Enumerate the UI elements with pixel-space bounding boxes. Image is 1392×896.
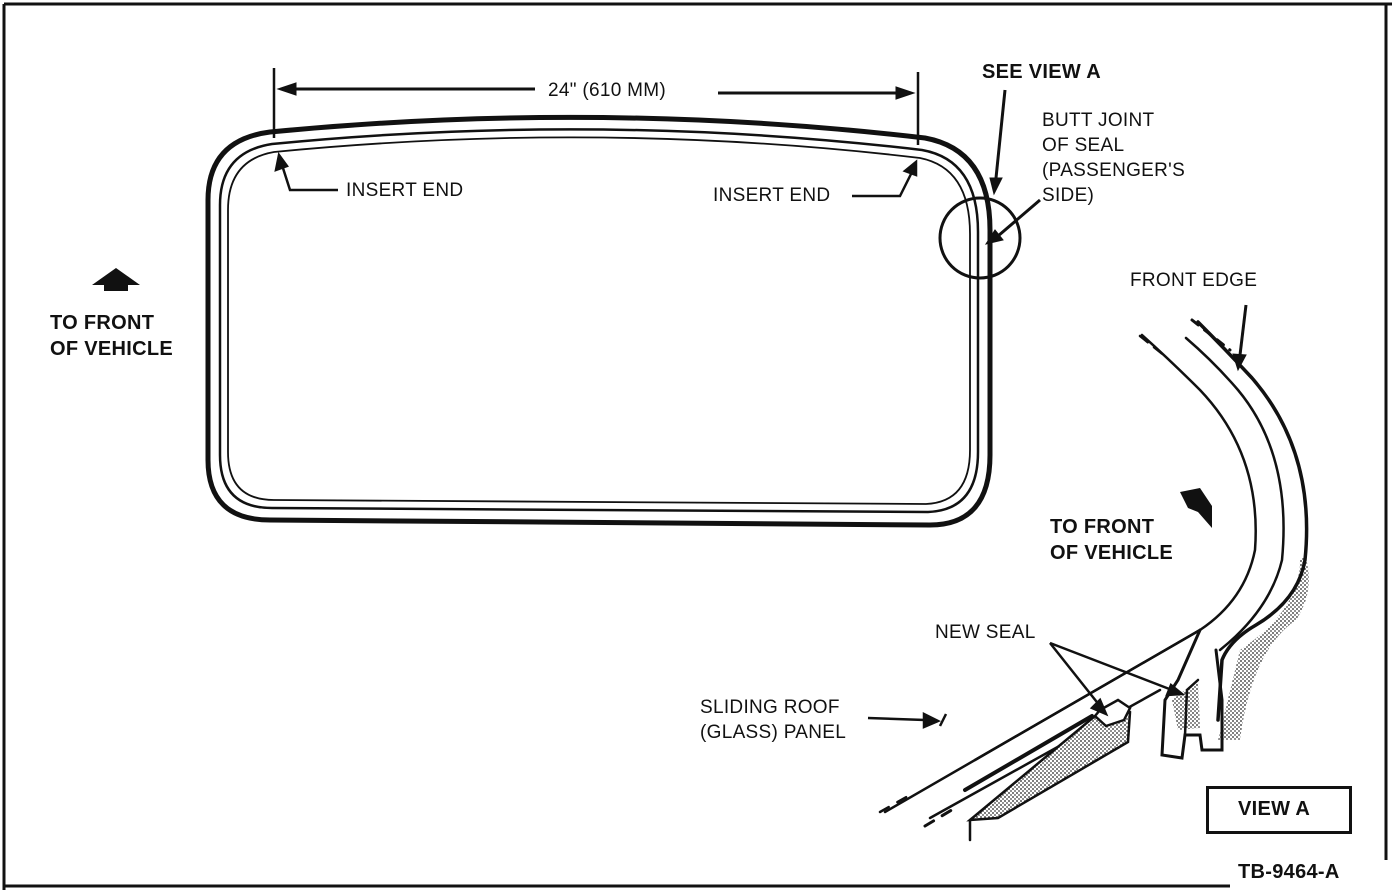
butt-joint-line-1: BUTT JOINT bbox=[1042, 110, 1155, 131]
sliding-roof-label: SLIDING ROOF (GLASS) PANEL bbox=[700, 695, 846, 745]
seal-loop bbox=[205, 114, 993, 528]
dimension-label: 24" (610 MM) bbox=[548, 80, 667, 101]
front-right-label: TO FRONT OF VEHICLE bbox=[1050, 514, 1173, 566]
front-right-line-1: TO FRONT bbox=[1050, 516, 1155, 538]
sliding-roof-line-1: SLIDING ROOF bbox=[700, 697, 840, 718]
butt-joint-line-4: SIDE) bbox=[1042, 185, 1095, 206]
insert-end-right-label: INSERT END bbox=[713, 185, 831, 206]
front-edge-leader bbox=[1232, 304, 1248, 372]
front-arrow-left bbox=[92, 268, 140, 291]
sliding-roof-line-2: (GLASS) PANEL bbox=[700, 722, 847, 743]
insert-end-leaders bbox=[274, 151, 918, 198]
butt-joint-label: BUTT JOINT OF SEAL (PASSENGER'S SIDE) bbox=[1042, 108, 1185, 208]
view-a-box bbox=[1206, 786, 1352, 834]
front-right-line-2: OF VEHICLE bbox=[1050, 542, 1174, 564]
butt-joint-line-2: OF SEAL bbox=[1042, 135, 1125, 156]
view-a-label: VIEW A bbox=[1238, 798, 1311, 820]
figure-id: TB-9464-A bbox=[1238, 861, 1340, 883]
front-left-line-2: OF VEHICLE bbox=[50, 338, 174, 360]
view-a-section bbox=[878, 318, 1309, 842]
front-left-label: TO FRONT OF VEHICLE bbox=[50, 310, 173, 362]
insert-end-left-label: INSERT END bbox=[346, 180, 464, 201]
front-edge-label: FRONT EDGE bbox=[1130, 270, 1258, 291]
new-seal-leaders bbox=[1049, 641, 1186, 717]
front-left-line-1: TO FRONT bbox=[50, 312, 155, 334]
sliding-roof-leader bbox=[867, 711, 948, 729]
dimension-line bbox=[272, 68, 920, 145]
view-a-callout bbox=[938, 89, 1041, 280]
see-view-a-label: SEE VIEW A bbox=[982, 61, 1101, 83]
new-seal-label: NEW SEAL bbox=[935, 622, 1036, 643]
front-arrow-right bbox=[1180, 488, 1212, 528]
butt-joint-line-3: (PASSENGER'S bbox=[1042, 160, 1186, 181]
